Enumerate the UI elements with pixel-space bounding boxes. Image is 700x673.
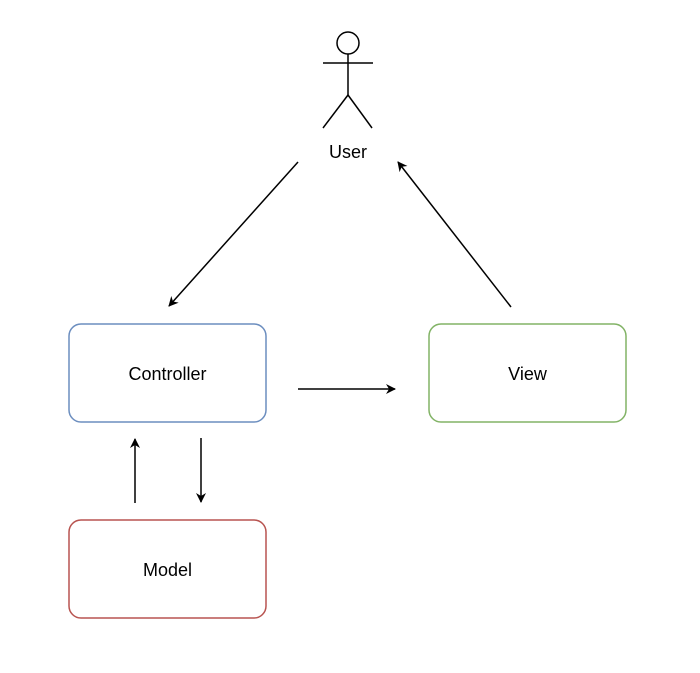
user-actor: User: [322, 31, 373, 162]
view-label: View: [508, 364, 548, 384]
view-box: [428, 323, 627, 423]
user-label: User: [329, 142, 367, 162]
controller-node: Controller: [68, 323, 267, 423]
controller-label: Controller: [128, 364, 206, 384]
controller-box: [68, 323, 267, 423]
view-node: View: [428, 323, 627, 423]
model-node: Model: [68, 519, 267, 619]
edges: [130, 161, 512, 503]
model-box: [68, 519, 267, 619]
arrow-view-to-user: [397, 161, 512, 308]
model-label: Model: [143, 560, 192, 580]
stick-figure-icon: [322, 31, 373, 129]
arrow-user-to-controller: [168, 161, 299, 307]
